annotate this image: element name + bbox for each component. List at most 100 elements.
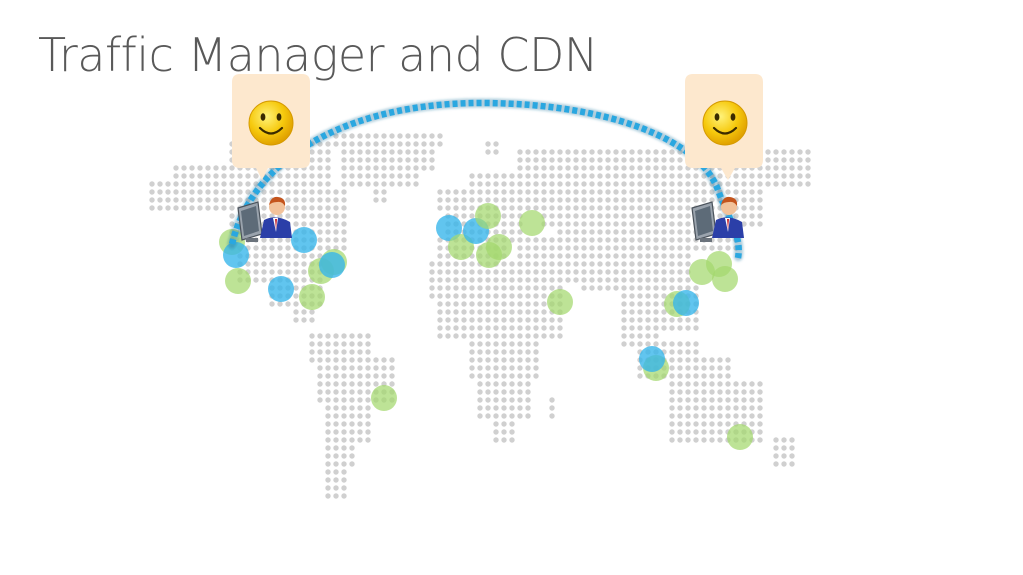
map-dot [621,157,627,163]
map-dot [533,157,539,163]
map-dot [437,253,443,259]
map-dot [797,149,803,155]
map-dot [637,229,643,235]
map-dot [637,373,643,379]
map-dot [173,205,179,211]
map-dot [357,165,363,171]
map-dot [501,261,507,267]
map-dot [565,229,571,235]
map-dot [317,253,323,259]
map-dot [485,197,491,203]
map-dot [613,261,619,267]
map-dot [349,349,355,355]
map-dot [365,157,371,163]
map-dot [749,213,755,219]
map-dot [645,221,651,227]
map-dot [501,341,507,347]
map-dot [493,181,499,187]
map-dot [653,245,659,251]
map-dot [669,365,675,371]
map-dot [541,261,547,267]
map-dot [749,421,755,427]
map-dot [621,301,627,307]
map-dot [229,205,235,211]
map-dot [341,205,347,211]
map-dot [229,197,235,203]
map-dot [365,413,371,419]
azure-datacenter-marker [291,227,317,253]
map-dot [533,293,539,299]
map-dot [733,405,739,411]
map-dot [453,301,459,307]
cdn-node-marker [225,268,251,294]
map-dot [429,149,435,155]
map-dot [685,365,691,371]
map-dot [509,205,515,211]
map-dot [333,421,339,427]
map-dot [669,173,675,179]
map-dot [525,373,531,379]
map-dot [445,333,451,339]
map-dot [645,197,651,203]
map-dot [621,149,627,155]
map-dot [493,229,499,235]
map-dot [605,261,611,267]
map-dot [405,133,411,139]
map-dot [789,453,795,459]
map-dot [357,381,363,387]
map-dot [197,181,203,187]
map-dot [645,205,651,211]
map-dot [485,285,491,291]
map-dot [253,173,259,179]
map-dot [477,389,483,395]
map-dot [661,293,667,299]
map-dot [653,333,659,339]
map-dot [653,317,659,323]
map-dot [341,493,347,499]
map-dot [477,285,483,291]
map-dot [629,269,635,275]
map-dot [333,389,339,395]
map-dot [645,269,651,275]
map-dot [541,325,547,331]
map-dot [349,341,355,347]
map-dot [637,205,643,211]
map-dot [621,341,627,347]
map-dot [581,221,587,227]
map-dot [309,341,315,347]
map-dot [541,309,547,315]
map-dot [405,157,411,163]
map-dot [373,173,379,179]
map-dot [597,173,603,179]
map-dot [525,245,531,251]
map-dot [397,141,403,147]
map-dot [541,285,547,291]
map-dot [357,389,363,395]
map-dot [677,229,683,235]
map-dot [669,373,675,379]
map-dot [477,373,483,379]
map-dot [349,389,355,395]
map-dot [677,421,683,427]
map-dot [317,389,323,395]
map-dot [549,205,555,211]
map-dot [685,437,691,443]
map-dot [437,133,443,139]
map-dot [669,197,675,203]
map-dot [525,181,531,187]
map-dot [397,181,403,187]
map-dot [501,357,507,363]
map-dot [669,277,675,283]
map-dot [557,173,563,179]
map-dot [757,197,763,203]
map-dot [317,237,323,243]
map-dot [677,237,683,243]
smiley-face-icon [248,100,294,146]
map-dot [349,149,355,155]
map-dot [589,229,595,235]
map-dot [637,269,643,275]
map-dot [621,205,627,211]
map-dot [253,245,259,251]
map-dot [325,357,331,363]
map-dot [701,405,707,411]
